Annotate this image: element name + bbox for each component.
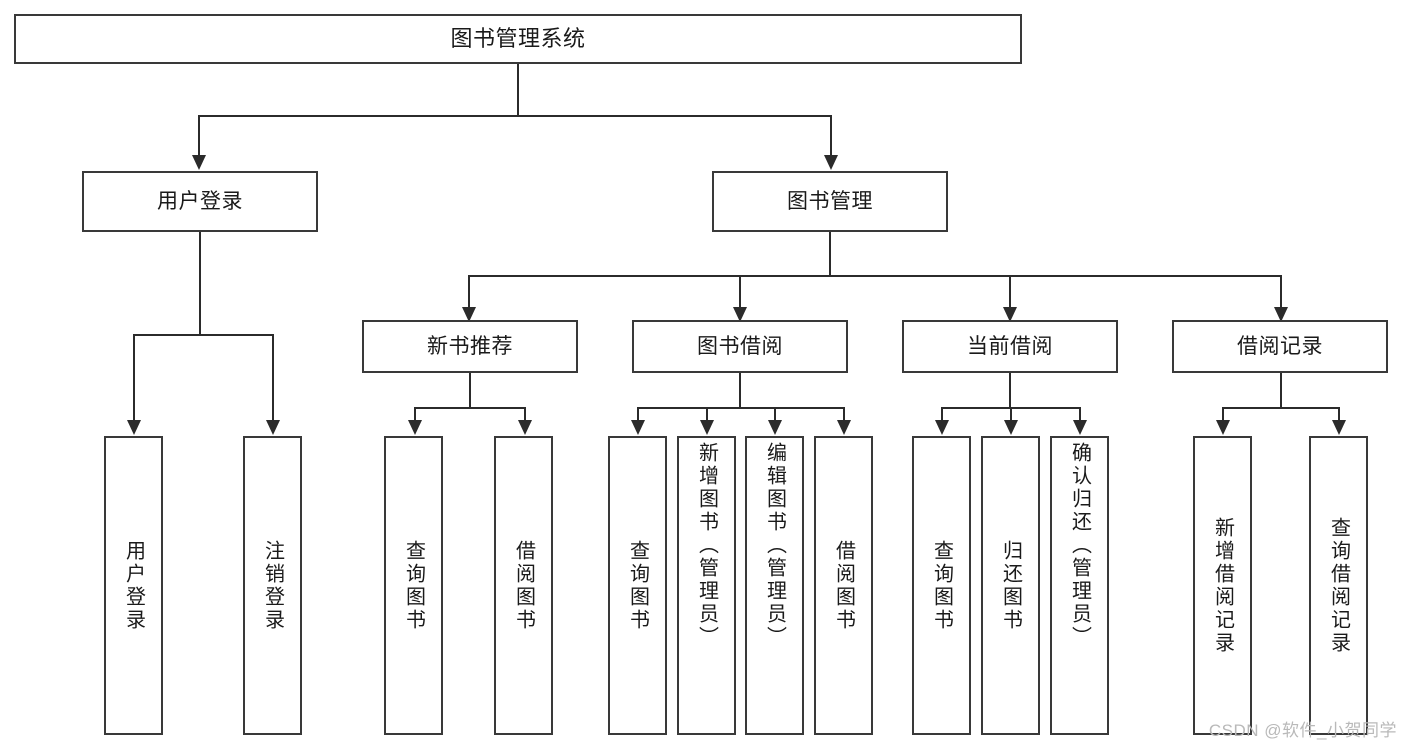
leaf-nb-borrow-book[interactable]: 借阅图书 — [494, 436, 553, 735]
edge-cb-stem — [1009, 373, 1011, 408]
arrow-new-book — [462, 307, 476, 322]
node-label: 用户登录 — [122, 539, 145, 632]
arrow-book-manage — [824, 155, 838, 170]
edge-book-manage-stem — [829, 232, 831, 276]
edge-drop-br-leaf2 — [1338, 407, 1340, 422]
arrow-cb-leaf2 — [1004, 420, 1018, 435]
arrow-user-login — [192, 155, 206, 170]
edge-drop-leaf-user-login — [133, 334, 135, 422]
node-label: 图书管理系统 — [450, 25, 586, 51]
edge-drop-nb-leaf2 — [524, 407, 526, 422]
leaf-cb-return-book[interactable]: 归还图书 — [981, 436, 1040, 735]
node-label: 图书管理 — [787, 189, 873, 213]
arrow-cb-leaf1 — [935, 420, 949, 435]
edge-drop-bb-leaf4 — [843, 407, 845, 422]
leaf-bb-add-book-admin[interactable]: 新增图书（管理员） — [677, 436, 736, 735]
node-label: 借阅图书 — [832, 539, 855, 632]
node-label: 新书推荐 — [427, 334, 513, 358]
node-root-system[interactable]: 图书管理系统 — [14, 14, 1022, 64]
edge-user-login-bus — [133, 334, 272, 336]
leaf-cb-query-book[interactable]: 查询图书 — [912, 436, 971, 735]
watermark: CSDN @软件_小贺同学 — [1208, 721, 1397, 740]
edge-new-book-bus — [414, 407, 525, 409]
node-new-book-recommend[interactable]: 新书推荐 — [362, 320, 578, 373]
arrow-bb-leaf1 — [631, 420, 645, 435]
edge-drop-bb-leaf1 — [637, 407, 639, 422]
node-borrow-record[interactable]: 借阅记录 — [1172, 320, 1388, 373]
arrow-br-leaf2 — [1332, 420, 1346, 435]
node-label: 查询图书 — [626, 539, 649, 632]
edge-drop-book-manage — [830, 115, 832, 157]
arrow-bb-leaf4 — [837, 420, 851, 435]
edge-root-bus — [198, 115, 832, 117]
edge-user-login-stem — [199, 232, 201, 335]
arrow-nb-leaf2 — [518, 420, 532, 435]
node-label: 用户登录 — [157, 189, 243, 213]
arrow-br-leaf1 — [1216, 420, 1230, 435]
edge-drop-cb-leaf2 — [1010, 407, 1012, 422]
node-label: 新增图书（管理员） — [695, 442, 718, 649]
leaf-bb-edit-book-admin[interactable]: 编辑图书（管理员） — [745, 436, 804, 735]
leaf-bb-query-book[interactable]: 查询图书 — [608, 436, 667, 735]
edge-drop-bb-leaf2 — [706, 407, 708, 422]
edge-drop-br-leaf1 — [1222, 407, 1224, 422]
node-label: 编辑图书（管理员） — [763, 442, 786, 649]
edge-drop-new-book — [468, 275, 470, 309]
leaf-br-query-record[interactable]: 查询借阅记录 — [1309, 436, 1368, 735]
edge-drop-current-borrow — [1009, 275, 1011, 309]
node-label: 图书借阅 — [697, 334, 783, 358]
edge-drop-book-borrow — [739, 275, 741, 309]
node-label: 查询图书 — [930, 539, 953, 632]
edge-bb-stem — [739, 373, 741, 408]
node-label: 查询借阅记录 — [1327, 516, 1350, 655]
arrow-borrow-record — [1274, 307, 1288, 322]
leaf-nb-query-book[interactable]: 查询图书 — [384, 436, 443, 735]
edge-bb-bus — [637, 407, 844, 409]
arrow-book-borrow — [733, 307, 747, 322]
node-label: 新增借阅记录 — [1211, 516, 1234, 655]
node-label: 借阅图书 — [512, 539, 535, 632]
node-label: 查询图书 — [402, 539, 425, 632]
edge-drop-bb-leaf3 — [774, 407, 776, 422]
arrow-bb-leaf3 — [768, 420, 782, 435]
node-label: 注销登录 — [261, 539, 284, 632]
edge-book-manage-bus — [468, 275, 1282, 277]
node-user-login[interactable]: 用户登录 — [82, 171, 318, 232]
node-label: 归还图书 — [999, 539, 1022, 632]
edge-drop-cb-leaf1 — [941, 407, 943, 422]
edge-br-stem — [1280, 373, 1282, 408]
leaf-cb-confirm-return-admin[interactable]: 确认归还（管理员） — [1050, 436, 1109, 735]
arrow-cb-leaf3 — [1073, 420, 1087, 435]
edge-root-stem — [517, 64, 519, 115]
edge-drop-borrow-record — [1280, 275, 1282, 309]
node-label: 确认归还（管理员） — [1068, 442, 1091, 649]
edge-drop-leaf-logout — [272, 334, 274, 422]
edge-drop-cb-leaf3 — [1079, 407, 1081, 422]
leaf-logout[interactable]: 注销登录 — [243, 436, 302, 735]
edge-drop-nb-leaf1 — [414, 407, 416, 422]
arrow-nb-leaf1 — [408, 420, 422, 435]
node-book-borrow[interactable]: 图书借阅 — [632, 320, 848, 373]
arrow-leaf-user-login — [127, 420, 141, 435]
leaf-br-add-record[interactable]: 新增借阅记录 — [1193, 436, 1252, 735]
arrow-leaf-logout — [266, 420, 280, 435]
node-label: 当前借阅 — [967, 334, 1053, 358]
node-book-management[interactable]: 图书管理 — [712, 171, 948, 232]
edge-new-book-stem — [469, 373, 471, 408]
edge-br-bus — [1222, 407, 1339, 409]
node-label: 借阅记录 — [1237, 334, 1323, 358]
arrow-bb-leaf2 — [700, 420, 714, 435]
leaf-bb-borrow-book[interactable]: 借阅图书 — [814, 436, 873, 735]
edge-drop-user-login — [198, 115, 200, 157]
node-current-borrow[interactable]: 当前借阅 — [902, 320, 1118, 373]
leaf-user-login[interactable]: 用户登录 — [104, 436, 163, 735]
arrow-current-borrow — [1003, 307, 1017, 322]
